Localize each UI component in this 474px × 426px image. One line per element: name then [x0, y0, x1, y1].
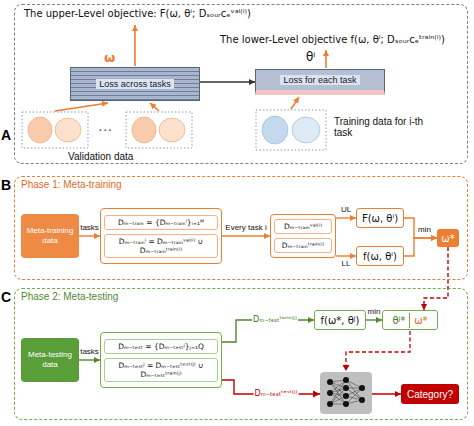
connector-label: Dₘ₋ₜₑₛₜᵗᵃʳⁱⁿ⁽ʲ⁾	[252, 316, 298, 325]
neuron	[343, 385, 349, 391]
neuron	[327, 401, 333, 407]
box-text: Category?	[407, 389, 453, 400]
brain-slice	[28, 117, 52, 143]
neuron	[327, 379, 333, 385]
parameter-symbol: ω	[104, 50, 115, 65]
panel-title: Phase 2: Meta-testing	[21, 291, 118, 302]
connector	[200, 81, 255, 82]
formula-text: Dₘ₋ₜₑₛₜʲ = Dₘ₋ₜₑₛₜᵗᵉˢᵗ⁽ʲ⁾ ∪ Dₘ₋ₜₑₛₜᵗʳᵃⁱⁿ…	[104, 358, 218, 382]
connector	[404, 238, 437, 256]
model-transfer-line	[346, 331, 410, 366]
connector-label: min	[368, 308, 381, 317]
result-box: θʲ*ω*	[382, 310, 438, 330]
image-frame	[22, 112, 88, 148]
flow-arrow	[134, 25, 136, 66]
formula-text: Dₘ₋ₜₑₛₜ = {Dₘ₋ₜₑₛₜʲ}ⱼ₌₁Q	[104, 339, 218, 354]
neuron	[359, 397, 365, 403]
panel-letter: C	[1, 289, 11, 305]
brain-slice	[262, 116, 288, 144]
connector	[336, 217, 356, 218]
connector-label: Every task i	[225, 224, 266, 233]
box-text: Loss for each task	[280, 75, 359, 85]
box-text: ω*	[410, 313, 431, 328]
parameter-symbol: θⁱ	[306, 50, 316, 64]
connector-label: tasks	[80, 348, 99, 357]
connector	[222, 380, 401, 394]
neuron	[343, 393, 349, 399]
data-box: Meta-training data	[21, 214, 79, 258]
connector	[222, 235, 270, 236]
training-image	[256, 110, 326, 150]
box-text: Loss across tasks	[96, 79, 174, 89]
objective-box: f(ω*, θʲ)	[314, 310, 366, 330]
connector	[404, 218, 437, 238]
connector	[336, 255, 356, 256]
loss-box: Loss for each task	[255, 69, 385, 95]
data-box: Meta-testing data	[21, 338, 79, 382]
brain-slice	[55, 118, 81, 142]
neuron	[343, 377, 349, 383]
connector-label: Dₘ₋ₜₑₛₜᵗᵉˢᵗ⁽ʲ⁾	[254, 390, 299, 399]
arrow-head	[313, 391, 320, 398]
box-text: f(ω*, θʲ)	[321, 315, 360, 326]
panel-frame: Loss across tasksLoss for each taskA	[14, 4, 468, 164]
neuron	[327, 390, 333, 396]
image-caption: Validation data	[68, 151, 133, 162]
operator-label: min	[418, 225, 431, 234]
box-text: Meta-testing data	[24, 350, 76, 369]
validation-image	[22, 112, 192, 148]
loss-box: Loss across tasks	[70, 67, 200, 101]
objective-text: The upper-Level objective: F(ω, θⁱ; Dₛₒᵤ…	[24, 8, 251, 19]
connector	[366, 319, 382, 320]
image-caption: Training data for i-th task	[334, 116, 444, 138]
connector	[424, 247, 448, 310]
formula-text: Dₘ₋ₜᵣₐᵢₙᵗʳᵃⁱⁿ⁽ⁱ⁾	[274, 238, 332, 253]
flow-arrow	[291, 97, 299, 109]
neuron	[359, 385, 365, 391]
connector	[79, 359, 100, 360]
brain-slice	[292, 117, 320, 143]
panel-letter: A	[1, 127, 11, 143]
network-neurons	[327, 377, 365, 407]
panel-letter: B	[1, 177, 11, 193]
formula-text: Dₘ₋ₜᵣₐᵢₙⁱ = Dₘ₋ₜᵣₐᵢₙᵛᵃˡ⁽ⁱ⁾ ∪ Dₘ₋ₜᵣₐᵢₙᵗʳᵃ…	[104, 234, 218, 258]
ellipsis: ...	[99, 122, 113, 133]
flow-arrow	[55, 103, 108, 111]
panel-title: Phase 1: Meta-training	[21, 179, 122, 190]
box-text: θʲ*	[388, 313, 410, 328]
box-text: ω*	[441, 233, 454, 244]
box-text: Meta-training data	[24, 226, 76, 245]
output-box: Category?	[401, 384, 459, 404]
formula-text: Dₘ₋ₜᵣₐᵢₙ = {Dₘ₋ₜᵣₐᵢₙⁱ}ᵢ₌₁ᴹ	[104, 215, 218, 230]
objective-box: F(ω, θⁱ)	[356, 208, 404, 228]
connector	[79, 235, 100, 236]
objective-text: The lower-Level objective f(ω, θⁱ; Dₛₒᵤᵣ…	[220, 34, 445, 45]
arrow-head	[343, 365, 350, 371]
neuron	[343, 401, 349, 407]
formula-box: Dₘ₋ₜₑₛₜ = {Dₘ₋ₜₑₛₜʲ}ⱼ₌₁Q Dₘ₋ₜₑₛₜʲ = Dₘ₋ₜₑ…	[100, 332, 222, 388]
result-box: ω*	[437, 229, 459, 247]
flow-arrow	[150, 103, 159, 111]
connector-label: LL	[342, 260, 351, 269]
network-edges	[330, 380, 362, 404]
formula-box: Dₘ₋ₜᵣₐᵢₙ = {Dₘ₋ₜᵣₐᵢₙⁱ}ᵢ₌₁ᴹDₘ₋ₜᵣₐᵢₙⁱ = Dₘ…	[100, 208, 222, 264]
formula-text: Dₘ₋ₜᵣₐᵢₙᵛᵃˡ⁽ⁱ⁾	[274, 219, 332, 234]
image-frame	[256, 110, 326, 150]
box-text: f(ω, θⁱ)	[363, 251, 397, 262]
connector-label: tasks	[80, 224, 99, 233]
network-ground	[320, 372, 372, 414]
flow-arrow	[325, 50, 327, 68]
network-links	[320, 372, 372, 414]
box-text: F(ω, θⁱ)	[362, 213, 398, 224]
brain-slice	[159, 118, 185, 142]
split-box: Dₘ₋ₜᵣₐᵢₙᵛᵃˡ⁽ⁱ⁾ Dₘ₋ₜᵣₐᵢₙᵗʳᵃⁱⁿ⁽ⁱ⁾	[270, 214, 336, 258]
brain-slice	[132, 117, 156, 143]
connector-label: UL	[341, 206, 351, 215]
image-frame	[126, 112, 192, 148]
objective-box: f(ω, θⁱ)	[356, 246, 404, 266]
